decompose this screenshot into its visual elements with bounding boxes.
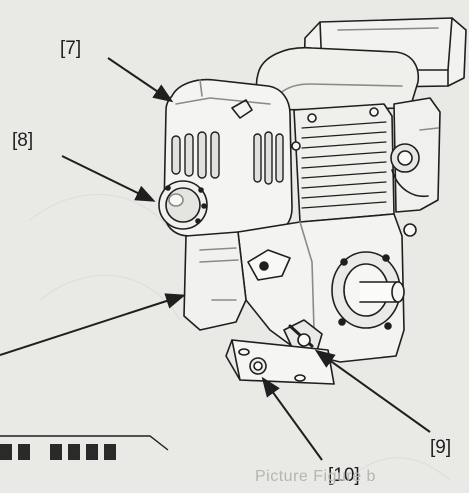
cylinder-head — [291, 103, 395, 223]
show-through-caption: Picture Figure b — [255, 468, 376, 485]
arrow-unlabeled — [0, 293, 186, 356]
leader-lines — [0, 57, 431, 461]
callout-10: [10] — [328, 465, 360, 486]
arrow-9 — [314, 349, 431, 433]
arrow-10 — [261, 376, 323, 461]
side-panel — [183, 231, 291, 331]
vent-slots-right — [253, 131, 284, 185]
vent-slots-left — [171, 131, 220, 179]
callout-9: [9] — [430, 437, 452, 458]
callout-8: [8] — [12, 130, 34, 151]
arrow-7 — [107, 57, 174, 103]
page-footer-bar — [0, 435, 169, 460]
carburetor — [390, 97, 441, 237]
drain-bolt — [249, 357, 267, 375]
exhaust-outlet — [158, 180, 208, 230]
cooling-fins — [301, 121, 387, 209]
arrow-8 — [61, 155, 156, 202]
callout-7: [7] — [60, 38, 82, 59]
engine — [158, 17, 467, 385]
crankcase — [237, 213, 405, 363]
